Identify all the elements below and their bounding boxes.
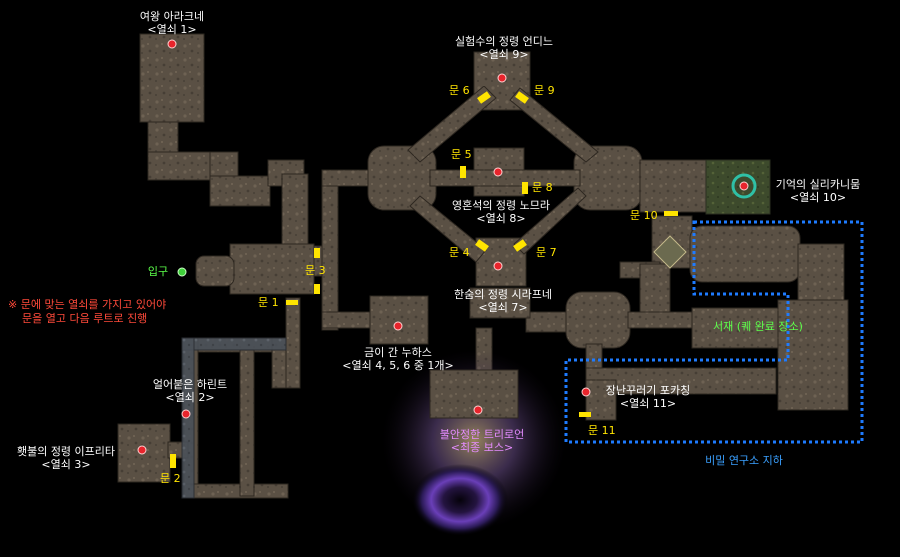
door-10-label: 문 10 [630, 209, 658, 222]
library-label: 서재 (퀘 완료 장소) [713, 320, 803, 333]
pokaching-name: 장난꾸러기 포카칭 [605, 384, 691, 397]
pokaching-key: <열쇠 11> [619, 397, 677, 410]
trion-label: 불안정한 트리로언 <최종 보스> [440, 428, 524, 454]
door-6-label: 문 6 [449, 84, 470, 97]
ice-passages [181, 337, 287, 499]
nuhas-name: 금이 간 누하스 [364, 346, 432, 359]
sirafne-key: <열쇠 7> [478, 301, 528, 314]
notice-line-2: 문을 열고 다음 루트로 진행 [22, 312, 148, 325]
sirafne-name: 한숨의 정령 시라프네 [453, 288, 553, 301]
boss-marker-icon [137, 445, 147, 455]
nuhas-label: 금이 간 누하스 <열쇠 4, 5, 6 중 1개> [342, 346, 453, 372]
door-2-label: 문 2 [160, 472, 181, 485]
door-3-lower-marker-icon [314, 284, 320, 294]
hariant-label: 얼어붙은 하린트 <열쇠 2> [153, 378, 227, 404]
door-1-label: 문 1 [258, 296, 279, 309]
nomra-name: 영혼석의 정령 노므라 [451, 199, 551, 212]
nomra-label: 영혼석의 정령 노므라 <열쇠 8> [452, 199, 550, 225]
trion-key: <최종 보스> [450, 441, 514, 454]
notice-line-1: ※ 문에 맞는 열쇠를 가지고 있어야 [8, 298, 167, 311]
ifrita-name: 횃불의 정령 이프리타 [16, 445, 116, 458]
memory-garden-floor [705, 159, 771, 215]
door-8-label: 문 8 [532, 181, 553, 194]
arachne-key: <열쇠 1> [147, 23, 197, 36]
boss-marker-icon [167, 39, 177, 49]
diamond-junction [653, 235, 687, 269]
undine-name: 실험수의 정령 언디느 [454, 35, 554, 48]
entrance-label: 입구 [147, 265, 169, 278]
door-3-label: 문 3 [305, 264, 326, 277]
secret-lab-label: 비밀 연구소 지하 [705, 454, 783, 467]
hariant-name: 얼어붙은 하린트 [152, 378, 228, 391]
boss-marker-icon [181, 409, 191, 419]
door-1-marker-icon [286, 300, 298, 305]
nuhas-key: <열쇠 4, 5, 6 중 1개> [342, 359, 454, 372]
door-2-marker-icon [170, 454, 176, 468]
door-5-label: 문 5 [451, 148, 472, 161]
boss-marker-icon [393, 321, 403, 331]
nomra-key: <열쇠 8> [476, 212, 526, 225]
secret-lab-boundary [564, 220, 864, 444]
ifrita-label: 횃불의 정령 이프리타 <열쇠 3> [17, 445, 115, 471]
arachne-label: 여왕 아라크네 <열쇠 1> [140, 10, 204, 36]
silicanim-label: 기억의 실리카니뭄 <열쇠 10> [776, 178, 860, 204]
boss-marker-icon [473, 405, 483, 415]
door-11-marker-icon [579, 412, 591, 417]
undine-key: <열쇠 9> [479, 48, 529, 61]
quest-ring-icon [731, 173, 757, 199]
silicanim-name: 기억의 실리카니뭄 [775, 178, 861, 191]
boss-marker-icon [493, 261, 503, 271]
notice-text: ※ 문에 맞는 열쇠를 가지고 있어야 문을 열고 다음 루트로 진행 [8, 298, 166, 326]
void-vortex [412, 464, 508, 536]
door-11-label: 문 11 [588, 424, 616, 437]
door-9-label: 문 9 [534, 84, 555, 97]
ifrita-key: <열쇠 3> [41, 458, 91, 471]
sirafne-label: 한숨의 정령 시라프네 <열쇠 7> [454, 288, 552, 314]
boss-marker-icon [581, 387, 591, 397]
boss-marker-icon [739, 181, 749, 191]
door-7-label: 문 7 [536, 246, 557, 259]
trion-name: 불안정한 트리로언 [439, 428, 525, 441]
pokaching-label: 장난꾸러기 포카칭 <열쇠 11> [606, 384, 690, 410]
door-10-marker-icon [664, 211, 678, 216]
door-5-marker-icon [460, 166, 466, 178]
silicanim-key: <열쇠 10> [789, 191, 847, 204]
door-3-upper-marker-icon [314, 248, 320, 258]
entrance-marker-icon [177, 267, 187, 277]
door-8-marker-icon [522, 182, 528, 194]
undine-label: 실험수의 정령 언디느 <열쇠 9> [455, 35, 553, 61]
arachne-name: 여왕 아라크네 [139, 10, 205, 23]
boss-marker-icon [497, 73, 507, 83]
boss-markers [137, 39, 749, 455]
boss-marker-icon [493, 167, 503, 177]
door-4-label: 문 4 [449, 246, 470, 259]
hariant-key: <열쇠 2> [165, 391, 215, 404]
